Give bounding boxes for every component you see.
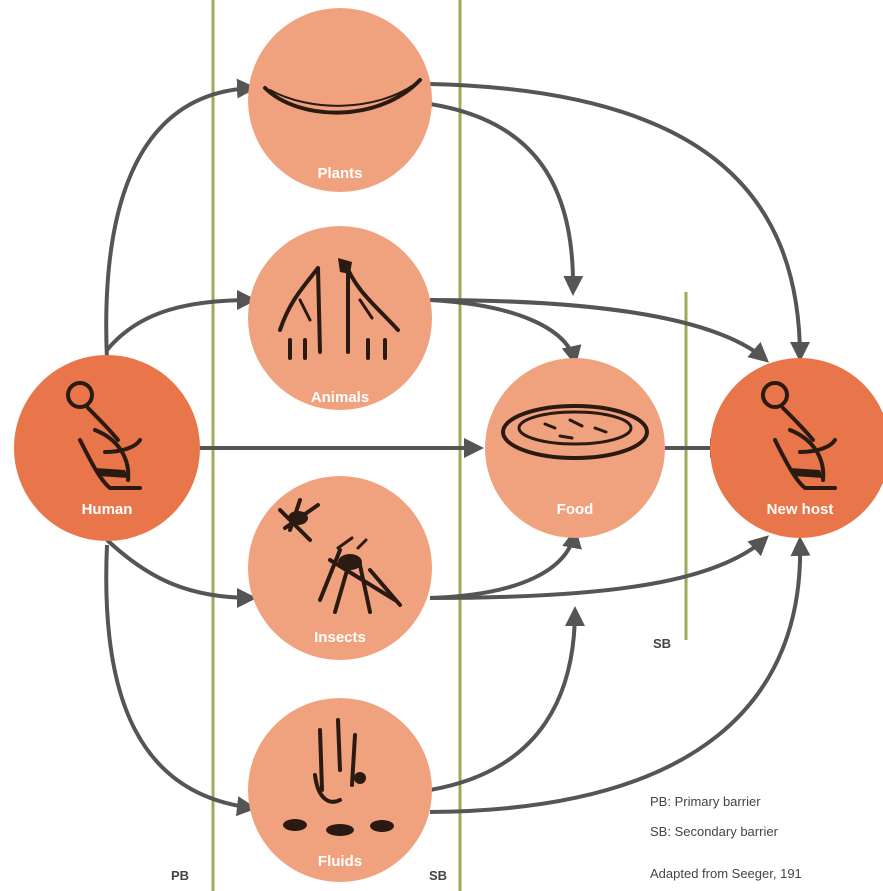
node-plants: Plants [248,8,432,192]
edge-animals-newhost [430,300,766,360]
node-human: Human [14,355,200,541]
barrier-tag-sb-right: SB [653,636,671,651]
edge-human-plants [106,88,253,360]
node-fluids-label: Fluids [318,853,362,870]
edges [106,84,800,812]
barrier-tag-sb-bottom: SB [429,868,447,883]
node-new-host-label: New host [767,501,834,518]
edge-animals-food [430,300,575,362]
node-food-label: Food [557,501,594,518]
node-new-host: New host [710,358,883,538]
edge-plants-food [430,104,573,292]
node-animals-circle [248,226,432,410]
node-human-label: Human [82,501,133,518]
node-plants-label: Plants [317,165,362,182]
edge-insects-newhost [430,538,766,598]
legend-source: Adapted from Seeger, 191 [650,866,802,881]
edge-plants-newhost [430,84,800,358]
node-animals: Animals [248,226,432,410]
edge-insects-food [430,532,575,598]
node-animals-label: Animals [311,389,369,406]
edge-fluids-food [430,610,575,790]
legend-secondary-barrier: SB: Secondary barrier [650,824,779,839]
edge-human-fluids [106,545,253,808]
node-fluids: Fluids [248,698,432,882]
edge-human-insects [107,540,253,598]
legend-primary-barrier: PB: Primary barrier [650,794,761,809]
edge-human-animals [107,300,253,350]
node-food: Food [485,358,665,538]
barrier-tag-pb: PB [171,868,189,883]
node-insects-label: Insects [314,629,366,646]
legend: PB: Primary barrier SB: Secondary barrie… [650,794,802,881]
node-insects: Insects [248,476,432,660]
